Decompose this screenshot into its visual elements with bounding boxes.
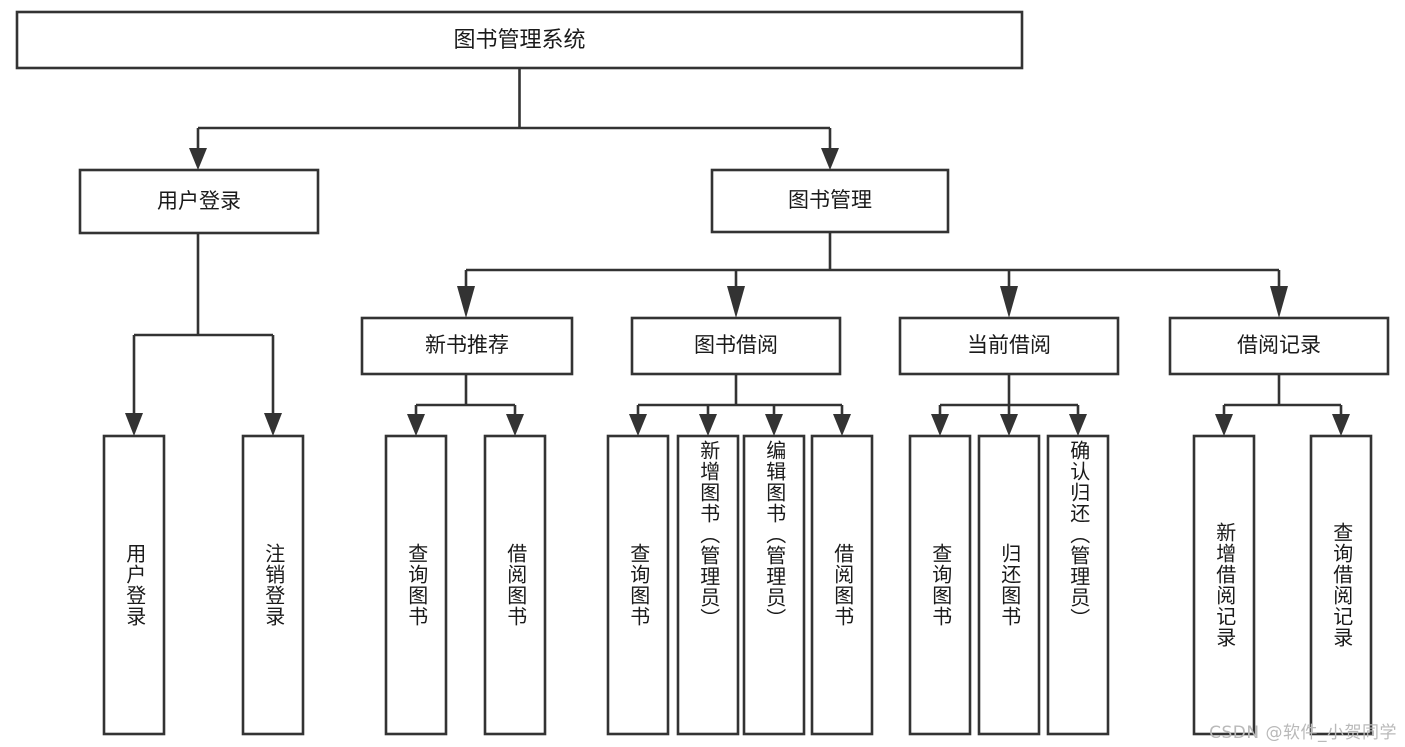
- arrow-current-leaf1: [931, 414, 949, 436]
- node-user-login[interactable]: 用户登录: [78, 168, 320, 235]
- leaf-box-current-borrow-2[interactable]: [977, 434, 1041, 736]
- leaf-box-new-book-1[interactable]: [384, 434, 448, 736]
- arrow-bookmgmt-borrow: [727, 286, 745, 318]
- leaf-box-borrow-record-1[interactable]: [1192, 434, 1256, 736]
- node-borrow-record[interactable]: 借阅记录: [1168, 316, 1390, 376]
- arrow-userlogin-leaf2: [264, 413, 282, 436]
- leaf-box-user-login-1[interactable]: [102, 434, 166, 736]
- node-book-borrow[interactable]: 图书借阅: [630, 316, 842, 376]
- node-borrow-record-box[interactable]: [1168, 316, 1390, 376]
- node-root-system[interactable]: 图书管理系统: [15, 10, 1024, 70]
- node-new-book-recommend-label: 新书推荐: [425, 333, 509, 357]
- node-book-management-label: 图书管理: [788, 188, 872, 212]
- arrow-borrow-leaf3: [765, 414, 783, 436]
- node-user-login-label: 用户登录: [157, 189, 241, 213]
- arrow-bookmgmt-current: [1000, 286, 1018, 318]
- arrow-newbook-leaf1: [407, 414, 425, 436]
- node-book-management-box[interactable]: [710, 168, 950, 234]
- node-current-borrow-label: 当前借阅: [967, 333, 1051, 357]
- node-current-borrow[interactable]: 当前借阅: [898, 316, 1120, 376]
- arrow-newbook-leaf2: [506, 414, 524, 436]
- arrow-record-leaf1: [1215, 414, 1233, 436]
- arrow-current-leaf2: [1000, 414, 1018, 436]
- arrow-root-to-user-login: [189, 148, 207, 170]
- arrow-record-leaf2: [1332, 414, 1350, 436]
- node-book-management[interactable]: 图书管理: [710, 168, 950, 234]
- node-book-borrow-label: 图书借阅: [694, 333, 778, 357]
- leaf-box-new-book-2[interactable]: [483, 434, 547, 736]
- node-new-book-recommend-box[interactable]: [360, 316, 574, 376]
- watermark-text: CSDN @软件_小贺同学: [1209, 723, 1397, 743]
- node-new-book-recommend[interactable]: 新书推荐: [360, 316, 574, 376]
- node-book-borrow-box[interactable]: [630, 316, 842, 376]
- arrow-borrow-leaf4: [833, 414, 851, 436]
- leaf-box-book-borrow-2[interactable]: [676, 434, 740, 736]
- node-user-login-box[interactable]: [78, 168, 320, 235]
- arrow-bookmgmt-record: [1270, 286, 1288, 318]
- leaf-box-book-borrow-3[interactable]: [742, 434, 806, 736]
- connectors: [125, 68, 1350, 436]
- leaf-box-book-borrow-1[interactable]: [606, 434, 670, 736]
- arrow-current-leaf3: [1069, 414, 1087, 436]
- leaf-box-current-borrow-1[interactable]: [908, 434, 972, 736]
- arrow-userlogin-leaf1: [125, 413, 143, 436]
- arrow-root-to-book-mgmt: [821, 148, 839, 170]
- arrow-borrow-leaf1: [629, 414, 647, 436]
- node-borrow-record-label: 借阅记录: [1237, 333, 1321, 357]
- arrow-bookmgmt-newbook: [457, 286, 475, 318]
- leaf-box-user-login-2[interactable]: [241, 434, 305, 736]
- leaf-box-borrow-record-2[interactable]: [1309, 434, 1373, 736]
- node-root-system-box[interactable]: [15, 10, 1024, 70]
- leaf-box-current-borrow-3[interactable]: [1046, 434, 1110, 736]
- node-root-system-label: 图书管理系统: [453, 28, 585, 53]
- arrow-borrow-leaf2: [699, 414, 717, 436]
- node-current-borrow-box[interactable]: [898, 316, 1120, 376]
- leaf-box-book-borrow-4[interactable]: [810, 434, 874, 736]
